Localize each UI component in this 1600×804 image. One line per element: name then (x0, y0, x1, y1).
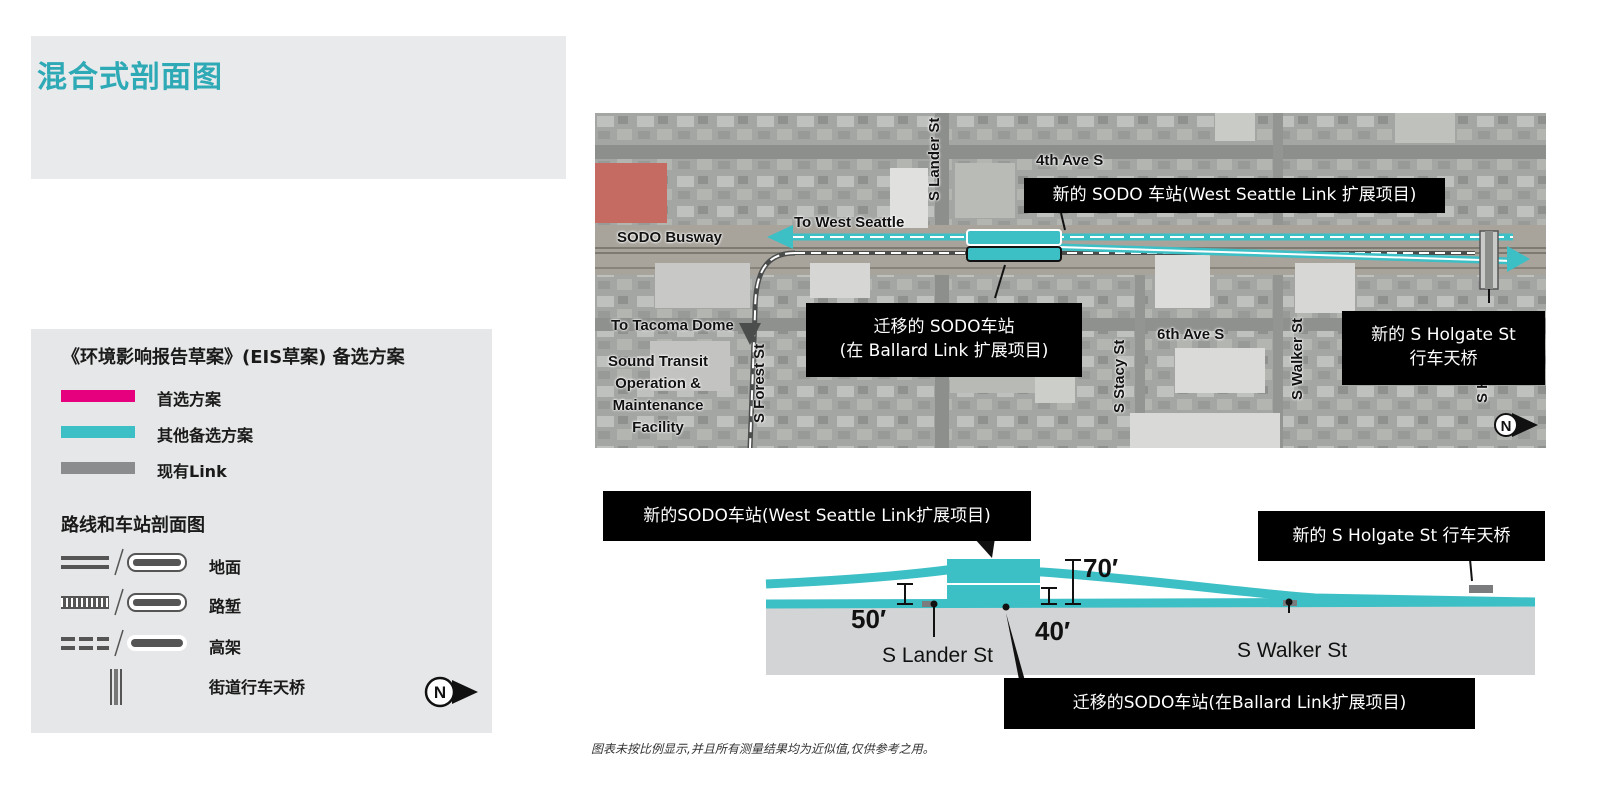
page-title: 混合式剖面图 (37, 60, 223, 95)
profile-callout-relocated: 迁移的SODO车站(在Ballard Link扩展项目) (1004, 678, 1475, 729)
label-forest-st: S Forest St (751, 343, 768, 423)
label-lander-st: S Lander St (926, 117, 943, 201)
label-stacy-st: S Stacy St (1111, 339, 1128, 413)
legend-street-overpass: 街道行车天桥 (209, 678, 306, 697)
map-north-arrow-icon: N (1494, 413, 1538, 437)
profile-diagram: 70′ 50′ 40′ S Lander St S Walker St (765, 538, 1536, 695)
elevated-alignment (765, 565, 1536, 607)
label-to-west-seattle: To West Seattle (794, 214, 905, 231)
legend-retained-cut: 路堑 (209, 597, 242, 616)
legend-north-label: N (434, 683, 446, 702)
profile-callout-new-sodo: 新的SODO车站(West Seattle Link扩展项目) (603, 491, 1031, 541)
street-overpass-icon (109, 669, 123, 705)
profile-legend-icons (61, 548, 187, 705)
profile-callout-holgate: 新的 S Holgate St 行车天桥 (1258, 511, 1545, 561)
footnote: 图表未按比例显示,并且所有测量结果均为近似值,仅供参考之用。 (591, 742, 935, 756)
callout-relocated-sodo-station: 迁移的 SODO车站 (在 Ballard Link 扩展项目) (806, 303, 1082, 377)
holgate-overpass-marker (1469, 585, 1493, 593)
map-graphics: N (595, 113, 1546, 448)
label-6th-ave: 6th Ave S (1157, 326, 1225, 343)
existing-link-swatch (61, 462, 135, 474)
label-om-facility: Sound Transit Operation & Maintenance Fa… (607, 353, 708, 436)
aerial-map: N S Lander St 4th Ave S To West Seattle … (595, 113, 1546, 448)
callout-new-sodo-station: 新的 SODO 车站(West Seattle Link 扩展项目) (1024, 178, 1445, 213)
dimension-lines (897, 559, 1081, 605)
legend-item-preferred: 首选方案 (157, 390, 222, 409)
map-north-label: N (1501, 418, 1512, 435)
legend-at-grade: 地面 (209, 558, 242, 577)
preferred-swatch (61, 390, 135, 402)
at-grade-icon (61, 548, 187, 576)
label-4th-ave: 4th Ave S (1036, 152, 1104, 169)
legend-north-arrow-icon: N (424, 676, 478, 708)
label-walker-st: S Walker St (1289, 318, 1306, 400)
elevated-icon (61, 629, 187, 657)
callout-relocated-line1: 迁移的 SODO车站 (873, 317, 1015, 337)
dimension-50: 50′ (851, 604, 886, 634)
callout-holgate-line1: 新的 S Holgate St (1371, 325, 1516, 345)
profile-label-walker: S Walker St (1237, 639, 1347, 662)
title-panel (31, 36, 566, 179)
callout-relocated-line2: (在 Ballard Link 扩展项目) (839, 341, 1049, 361)
dimension-70: 70′ (1083, 553, 1118, 583)
legend-heading: 《环境影响报告草案》(EIS草案) 备选方案 (62, 347, 405, 368)
legend-item-other: 其他备选方案 (157, 426, 254, 445)
retained-cut-icon (61, 588, 187, 616)
callout-holgate-overpass: 新的 S Holgate St 行车天桥 (1342, 311, 1545, 385)
profile-legend-heading: 路线和车站剖面图 (61, 515, 205, 536)
label-sodo-busway: SODO Busway (617, 229, 723, 246)
legend-elevated: 高架 (209, 638, 242, 657)
at-grade-alignment (765, 597, 1536, 609)
label-to-tacoma-dome: To Tacoma Dome (611, 317, 734, 334)
other-alternatives-swatch (61, 426, 135, 438)
ground-fill (766, 604, 1535, 675)
callout-holgate-line2: 行车天桥 (1409, 349, 1478, 369)
dimension-40: 40′ (1035, 616, 1070, 646)
profile-label-lander: S Lander St (882, 644, 993, 667)
legend-item-existing: 现有Link (157, 462, 227, 481)
lander-marker (922, 601, 936, 607)
